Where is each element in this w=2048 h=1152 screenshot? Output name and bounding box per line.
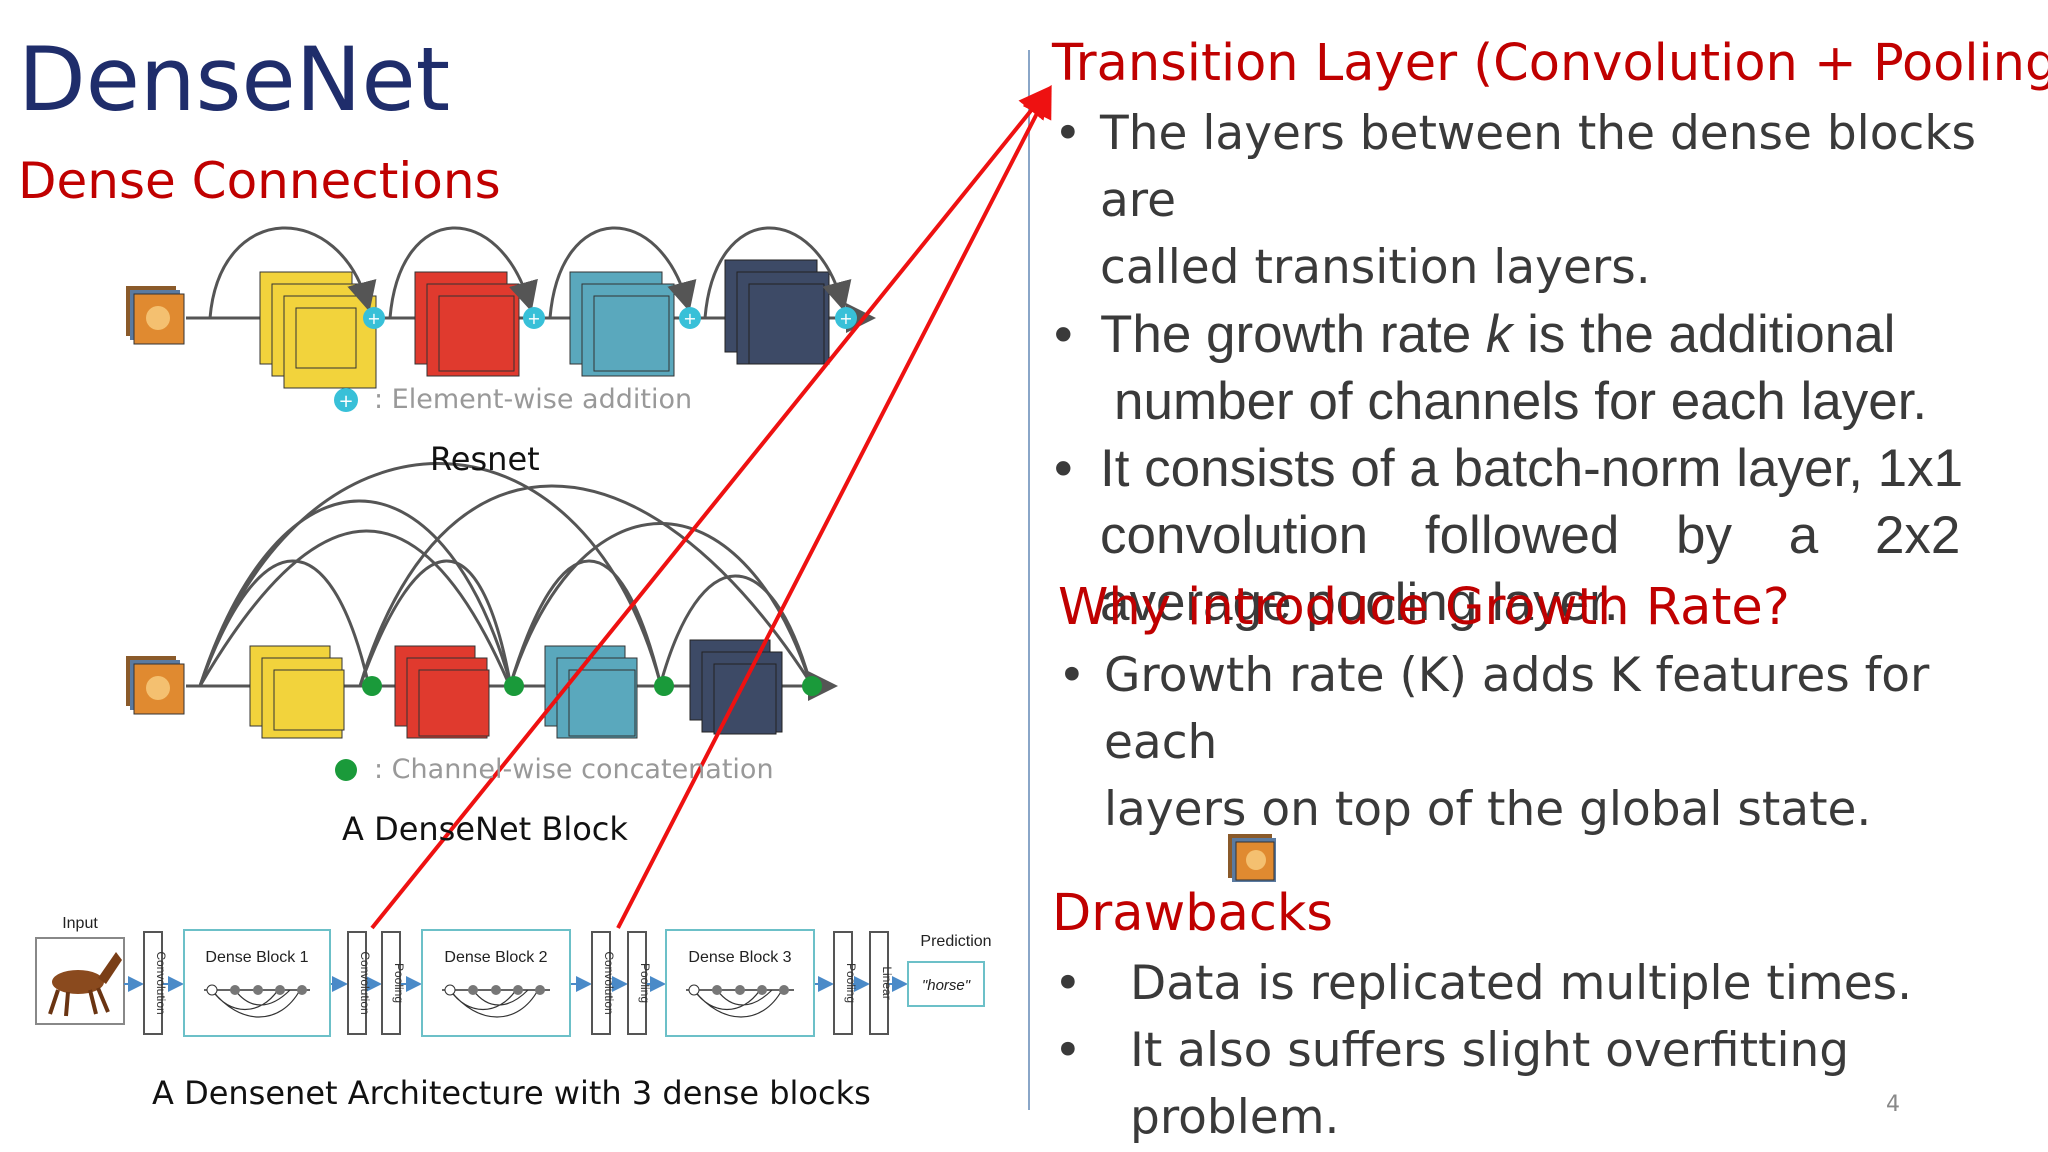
- resnet-diagram: + + + + +: [126, 226, 876, 412]
- pooling-label: Pooling: [638, 963, 652, 1003]
- arch-block-3-label: Dense Block 3: [688, 949, 791, 966]
- convolution-label: Convolution: [602, 951, 616, 1014]
- convolution-label: Convolution: [154, 951, 168, 1014]
- concat-node-icon: [802, 676, 822, 696]
- resnet-block-4: [724, 259, 830, 365]
- plus-icon: +: [523, 307, 545, 329]
- convolution-label: Convolution: [358, 951, 372, 1014]
- architecture-caption: A Densenet Architecture with 3 dense blo…: [152, 1074, 871, 1112]
- resnet-caption: Resnet: [430, 440, 540, 478]
- linear-layer: [869, 931, 889, 1035]
- convolution-layer: [347, 931, 367, 1035]
- input-label: Input: [62, 915, 98, 932]
- plus-icon: +: [835, 307, 857, 329]
- plus-icon: +: [679, 307, 701, 329]
- drawbacks-heading: Drawbacks: [1052, 884, 1333, 943]
- page-number: 4: [1886, 1092, 1900, 1117]
- densenet-block-1: [249, 645, 345, 739]
- transition-bullet-list: The layers between the dense blocks are …: [1050, 100, 2048, 636]
- drawback-bullet: It also suffers slight overfitting probl…: [1050, 1017, 2048, 1151]
- concat-node-icon: [362, 676, 382, 696]
- concat-legend-icon: [335, 759, 357, 781]
- column-divider: [1028, 50, 1030, 1110]
- arch-dense-block-3: Dense Block 3: [665, 929, 815, 1037]
- transition-bullet: It consists of a batch-norm layer, 1x1 c…: [1050, 435, 2048, 636]
- plus-legend-icon: +: [334, 388, 358, 412]
- pooling-label: Pooling: [392, 963, 406, 1003]
- densenet-input-image: [126, 656, 185, 715]
- transition-bullet: The layers between the dense blocks are …: [1050, 100, 2048, 301]
- pooling-layer: [833, 931, 853, 1035]
- resnet-block-1: [259, 271, 377, 389]
- svg-text:+: +: [338, 391, 353, 412]
- densenet-block-3: [544, 645, 638, 739]
- section-subtitle: Dense Connections: [18, 152, 501, 210]
- svg-text:+: +: [839, 309, 852, 328]
- densenet-block-diagram: [126, 462, 838, 781]
- densenet-architecture: Convolution Convolution Pooling Convolut…: [35, 915, 992, 1037]
- svg-text:+: +: [367, 309, 380, 328]
- prediction-box: [907, 961, 985, 1007]
- red-pointer-arrows: [370, 84, 1052, 930]
- svg-text:+: +: [527, 309, 540, 328]
- densenet-block-4: [689, 639, 783, 735]
- arch-dense-block-1: Dense Block 1: [183, 929, 331, 1037]
- convolution-layer: [143, 931, 163, 1035]
- growth-bullet: Growth rate (K) adds K features for each…: [1054, 642, 2048, 843]
- densenet-legend: : Channel-wise concatenation: [374, 754, 774, 785]
- prediction-label: Prediction: [920, 933, 991, 950]
- drawback-bullet: Data is replicated multiple times.: [1050, 950, 2048, 1017]
- arch-dense-block-2: Dense Block 2: [421, 929, 571, 1037]
- growth-heading: Why introduce Growth Rate?: [1058, 578, 1790, 637]
- transition-heading: Transition Layer (Convolution + Pooling): [1052, 34, 2048, 93]
- arch-block-1-label: Dense Block 1: [205, 949, 308, 966]
- transition-bullet: The growth rate k is the additional numb…: [1050, 301, 2048, 435]
- arch-block-2-label: Dense Block 2: [444, 949, 547, 966]
- resnet-block-3: [569, 271, 675, 377]
- svg-text:+: +: [683, 309, 696, 328]
- slide-title: DenseNet: [18, 28, 451, 131]
- convolution-layer: [591, 931, 611, 1035]
- densenet-block-2: [394, 645, 490, 739]
- concat-node-icon: [654, 676, 674, 696]
- growth-bullet-list: Growth rate (K) adds K features for each…: [1054, 642, 2048, 843]
- resnet-legend: : Element-wise addition: [374, 384, 693, 415]
- prediction-value: "horse": [922, 977, 971, 994]
- linear-label: Linear: [880, 966, 894, 999]
- resnet-block-2: [414, 271, 520, 377]
- densenet-caption: A DenseNet Block: [342, 810, 628, 848]
- pooling-layer: [381, 931, 401, 1035]
- pooling-layer: [627, 931, 647, 1035]
- drawbacks-bullet-list: Data is replicated multiple times. It al…: [1050, 950, 2048, 1151]
- concat-node-icon: [504, 676, 524, 696]
- pooling-label: Pooling: [844, 963, 858, 1003]
- resnet-input-image: [126, 286, 185, 345]
- plus-icon: +: [363, 307, 385, 329]
